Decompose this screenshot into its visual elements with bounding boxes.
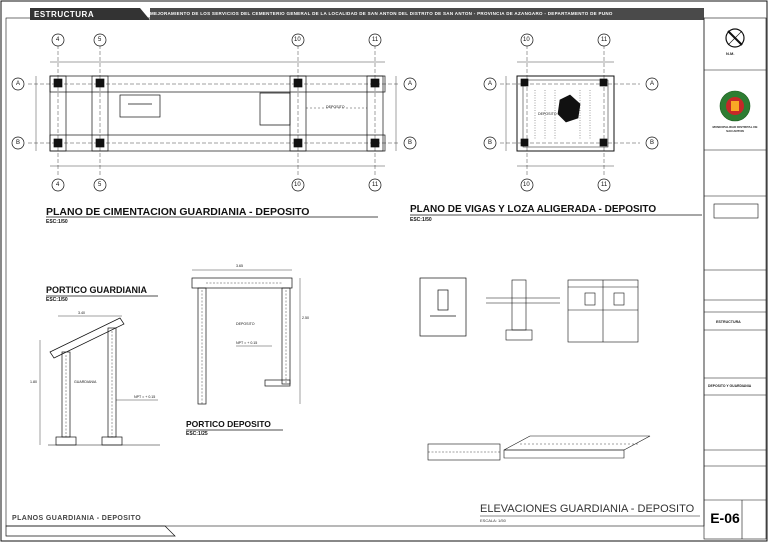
- grid-row-label: A: [408, 81, 413, 87]
- portico-guardiania: [39, 315, 160, 446]
- detail-cimiento: [419, 277, 467, 337]
- detail-column-table: [567, 279, 639, 343]
- plan-vigas-loza: [500, 45, 640, 175]
- dim-width-guardiania: 3.40: [78, 311, 85, 315]
- grid-bubbles-vigas: [483, 33, 659, 192]
- room-label-deposito: DEPOSITO: [326, 105, 345, 109]
- room-label-deposito-portico: DEPOSITO: [236, 322, 255, 326]
- npt-label-guardiania: NPT = + 0.15: [134, 395, 156, 399]
- grid-row-label: B: [16, 140, 21, 146]
- sheet-number: E-06: [710, 510, 740, 526]
- header-project-banner: [150, 8, 704, 20]
- title-cimentacion: PLANO DE CIMENTACION GUARDIANIA - DEPOSI…: [46, 206, 310, 218]
- grid-col-label: 10: [294, 182, 301, 188]
- grid-col-label: 10: [523, 37, 530, 43]
- grid-col-label: 10: [523, 182, 530, 188]
- room-label-guardiania: GUARDIANIA: [74, 380, 97, 384]
- dim-height-guardiania: 1.80: [30, 380, 37, 384]
- project-title: MEJORAMIENTO DE LOS SERVICIOS DEL CEMENT…: [150, 11, 613, 16]
- title-portico-guardiania: PORTICO GUARDIANIA: [46, 285, 147, 295]
- grid-row-label: B: [488, 140, 493, 146]
- title-block: [703, 17, 767, 540]
- room-label-deposito-loza: DEPOSITO: [538, 112, 557, 116]
- npt-label-deposito: NPT = + 0.15: [236, 341, 258, 345]
- detail-zapata: [486, 279, 560, 341]
- tb-subject: ESTRUCTURA: [716, 320, 741, 324]
- grid-col-label: 11: [601, 182, 608, 188]
- scale-portico-guardiania: ESC:1/50: [46, 297, 68, 303]
- grid-col-label: 5: [98, 182, 102, 188]
- scale-vigas: ESC:1/50: [410, 217, 432, 223]
- detail-viga: [427, 443, 501, 461]
- plan-cimentacion: [28, 45, 400, 175]
- grid-row-label: A: [650, 81, 655, 87]
- scale-portico-deposito: ESC:1/25: [186, 431, 208, 437]
- title-portico-deposito: PORTICO DEPOSITO: [186, 419, 271, 429]
- detail-loza-aligerada: [503, 435, 651, 459]
- grid-col-label: 4: [56, 182, 60, 188]
- header-tag-banner: [30, 8, 150, 20]
- grid-col-label: 11: [601, 37, 608, 43]
- grid-col-label: 11: [372, 37, 379, 43]
- grid-col-label: 4: [56, 37, 60, 43]
- title-elevaciones: ELEVACIONES GUARDIANIA - DEPOSITO: [480, 503, 695, 515]
- grid-row-label: B: [650, 140, 655, 146]
- org-name: MUNICIPALIDAD DISTRITAL DE SAN ANTON: [712, 125, 758, 133]
- grid-row-label: A: [488, 81, 493, 87]
- portico-deposito: [191, 269, 301, 405]
- tb-drawing-name: DEPOSITO Y GUARDIANIA: [708, 384, 752, 388]
- grid-col-label: 5: [98, 37, 102, 43]
- grid-col-label: 10: [294, 37, 301, 43]
- header-tag: ESTRUCTURA: [34, 10, 95, 19]
- north-label: N.M.: [726, 51, 735, 56]
- grid-bubbles-cimentacion: [11, 33, 417, 192]
- scale-elevaciones: ESCALA: 1/50: [480, 518, 506, 523]
- scale-cimentacion: ESC:1/50: [46, 219, 68, 225]
- title-vigas: PLANO DE VIGAS Y LOZA ALIGERADA - DEPOSI…: [410, 204, 657, 215]
- grid-col-label: 11: [372, 182, 379, 188]
- dim-width-deposito: 3.65: [236, 264, 243, 268]
- footer-tag-frame: [5, 525, 176, 537]
- grid-row-label: B: [408, 140, 413, 146]
- grid-row-label: A: [16, 81, 21, 87]
- footer-tag: PLANOS GUARDIANIA - DEPOSITO: [12, 515, 142, 522]
- dim-height-deposito: 2.50: [302, 316, 309, 320]
